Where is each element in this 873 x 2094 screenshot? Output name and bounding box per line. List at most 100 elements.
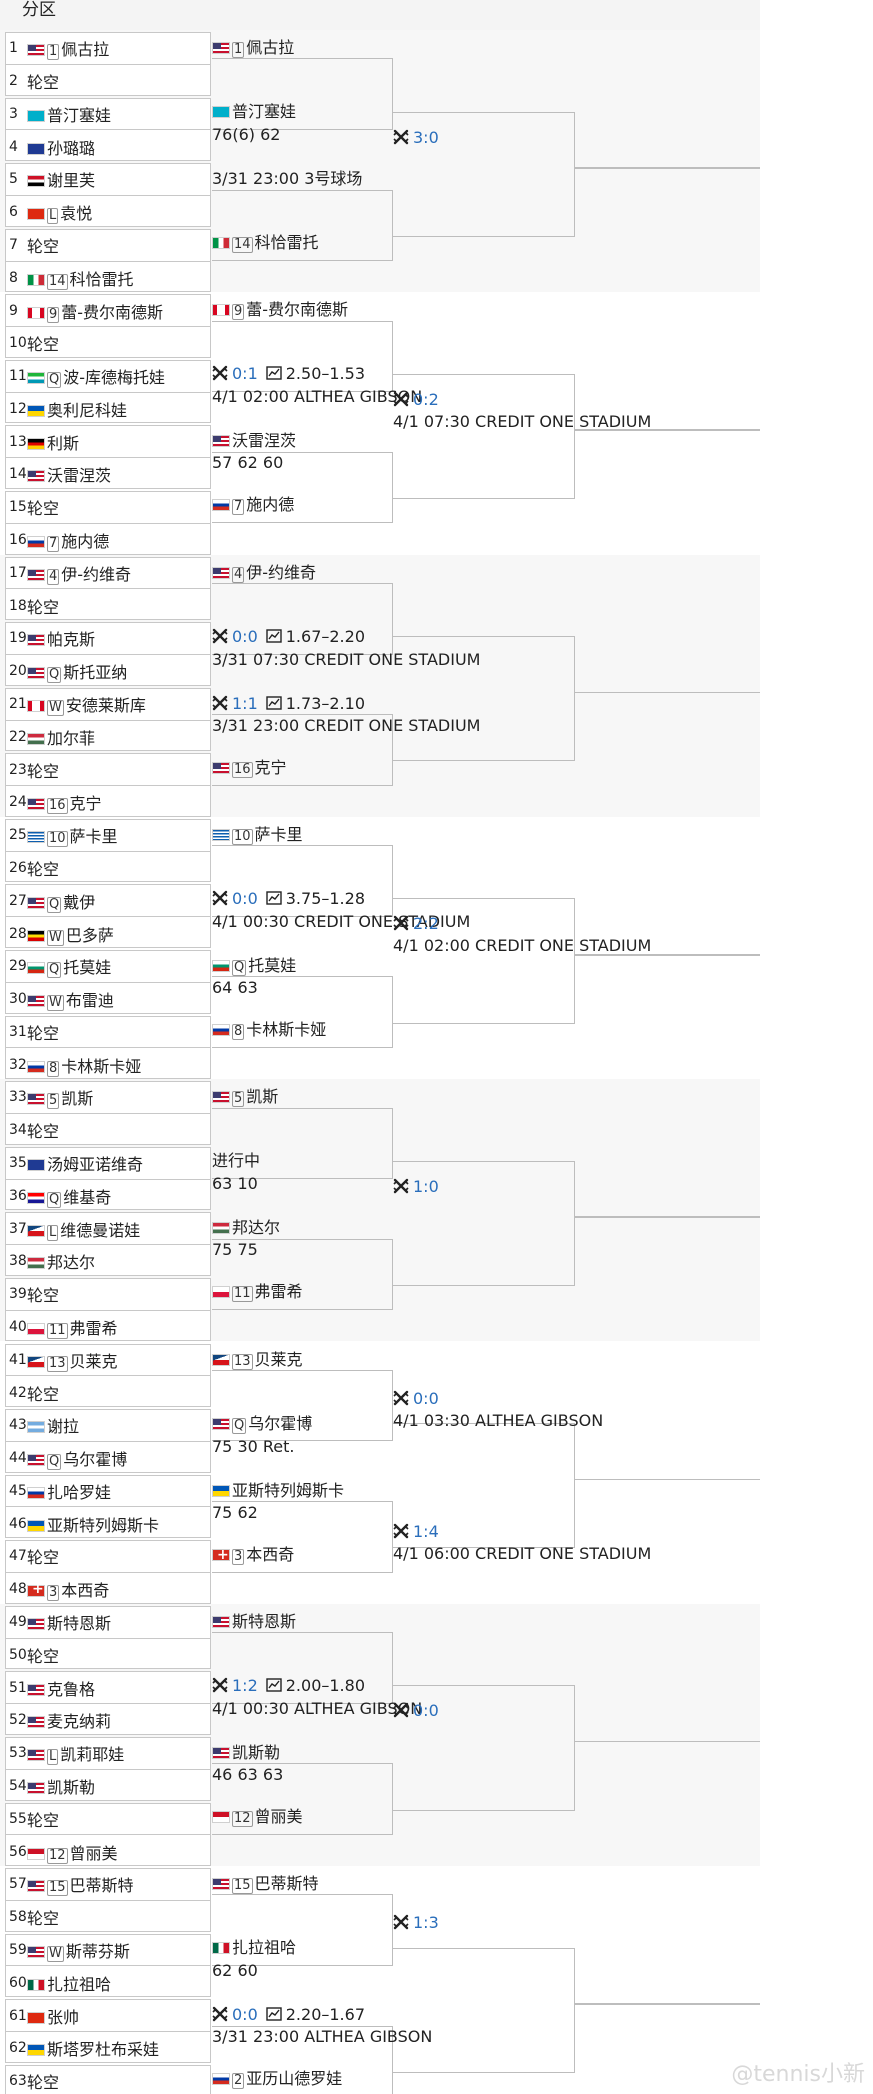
entry: 轮空 <box>27 2069 59 2093</box>
entry: 轮空 <box>27 594 59 618</box>
head-to-head-icon <box>393 1178 409 1194</box>
entry: 斯特恩斯 <box>27 1610 111 1634</box>
draw-position: 53 <box>9 1745 27 1762</box>
round3-bracket <box>393 1423 575 1549</box>
flag-icon <box>212 1942 230 1955</box>
player-name: 斯蒂芬斯 <box>65 1941 130 1961</box>
player-name: 轮空 <box>27 761 60 781</box>
flag-icon <box>27 1224 45 1237</box>
flag-icon <box>27 1581 45 1598</box>
flag-icon <box>27 1060 45 1073</box>
seed-badge: W <box>47 929 64 946</box>
seed-badge: 12 <box>232 1810 253 1827</box>
player-name: 弗雷希 <box>254 1282 303 1302</box>
entry: 克鲁格 <box>27 1676 95 1700</box>
entry: 奥利尼科娃 <box>27 397 127 421</box>
entry: 孙璐璐 <box>27 135 95 159</box>
player-name: 谢拉 <box>47 1417 80 1437</box>
draw-position: 39 <box>9 1286 27 1303</box>
flag-icon <box>212 499 230 512</box>
draw-position: 42 <box>9 1384 27 1401</box>
draw-position: 11 <box>9 368 27 385</box>
draw-position: 60 <box>9 1974 27 1991</box>
draw-row[interactable]: 483本西奇 <box>5 1573 211 1606</box>
entry: 凯斯勒 <box>27 1774 95 1798</box>
odds-chart-icon <box>266 890 282 905</box>
head-to-head-icon <box>212 365 228 381</box>
round3-bracket <box>393 111 575 237</box>
h2h-score: 0:0 <box>232 2005 258 2025</box>
draw-position: 46 <box>9 1515 27 1532</box>
h2h-score: 0:0 <box>413 1701 439 1721</box>
player-name: 科恰雷托 <box>254 233 319 253</box>
round2-bracket <box>212 1763 393 1835</box>
